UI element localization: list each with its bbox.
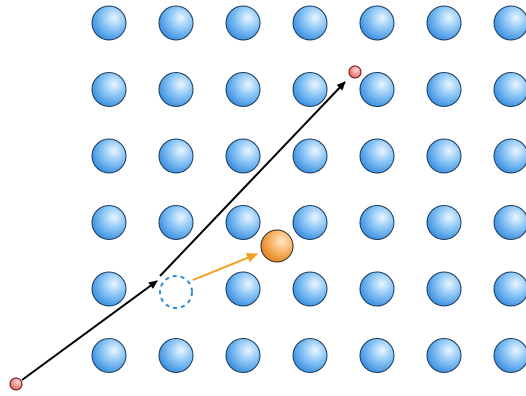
lattice-atom	[359, 338, 395, 373]
trajectory-segment-2	[159, 81, 346, 277]
lattice-atom	[292, 205, 328, 240]
lattice-atom	[426, 271, 462, 307]
displacement-arrow	[192, 253, 258, 281]
lattice-atom	[493, 72, 526, 107]
lattice-atom	[225, 271, 261, 307]
lattice-atom	[225, 72, 261, 107]
lattice-atom	[225, 338, 261, 373]
lattice-atom	[493, 338, 526, 373]
lattice-atom	[426, 338, 462, 373]
lattice-atom	[359, 138, 395, 174]
lattice-atom	[359, 205, 395, 240]
lattice-atom	[493, 138, 526, 174]
trajectory-segment-1	[21, 280, 158, 381]
lattice-atom	[292, 5, 328, 41]
lattice-atom	[493, 5, 526, 41]
lattice-atom	[225, 5, 261, 41]
lattice-atom	[225, 138, 261, 174]
lattice-atom	[426, 72, 462, 107]
lattice-atom	[225, 205, 261, 240]
lattice-atom	[91, 338, 127, 373]
lattice-atom	[91, 205, 127, 240]
lattice-atom	[493, 271, 526, 307]
lattice-atom	[158, 138, 194, 174]
lattice-atom	[426, 205, 462, 240]
lattice-atom	[91, 271, 127, 307]
lattice-atom	[158, 5, 194, 41]
lattice-atom	[359, 271, 395, 307]
lattice-atom	[493, 205, 526, 240]
lattice-atom	[158, 205, 194, 240]
lattice-atom	[292, 338, 328, 373]
lattice-atom	[158, 338, 194, 373]
lattice-atom	[91, 72, 127, 107]
lattice-atom	[91, 5, 127, 41]
lattice-atom	[292, 72, 328, 107]
lattice-atom	[426, 5, 462, 41]
displaced-atom	[260, 229, 294, 263]
projectile-end	[348, 65, 362, 79]
lattice-atom	[158, 72, 194, 107]
lattice-atom	[359, 72, 395, 107]
lattice-atom	[292, 271, 328, 307]
lattice-atom	[426, 138, 462, 174]
lattice-atom	[359, 5, 395, 41]
lattice-atoms	[91, 5, 526, 373]
vacancy-site	[159, 275, 193, 309]
projectile-start	[9, 377, 23, 391]
lattice-atom	[91, 138, 127, 174]
lattice-atom	[292, 138, 328, 174]
